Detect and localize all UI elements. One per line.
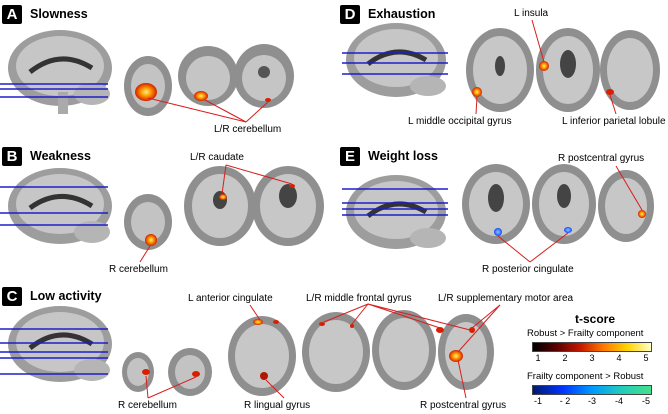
panel-e-letter: E [340, 147, 360, 166]
legend-pos-tick: 2 [562, 353, 568, 363]
panel-e-label-postcentral-gyrus: R postcentral gyrus [558, 153, 645, 164]
panel-b-label-cerebellum: R cerebellum [109, 264, 168, 275]
legend-neg-tick: -1 [533, 396, 543, 406]
legend-pos-tick: 1 [535, 353, 541, 363]
legend-neg-tick: - 2 [559, 396, 571, 406]
panel-c-label-postcentral-gyrus: R postcentral gyrus [420, 400, 507, 411]
panel-c-label-supplementary-motor-area: L/R supplementary motor area [438, 293, 574, 304]
panel-b-activation-blobs [145, 184, 295, 246]
panel-a-pointer-lines [147, 97, 269, 123]
panel-d-label-inferior-parietal-lobule: L inferior parietal lobule [562, 116, 666, 127]
panel-c-label-cerebellum: R cerebellum [118, 400, 177, 411]
panel-d-label-insula: L insula [514, 8, 549, 19]
panel-a-sagittal-brain [0, 30, 112, 114]
panel-a-axial-slices [124, 44, 294, 116]
panel-c-axial-slices [122, 310, 494, 396]
legend-pos-tick: 3 [589, 353, 595, 363]
legend-neg-tick: -5 [641, 396, 651, 406]
panel-b-axial-slices [124, 166, 324, 250]
legend-title: t-score [575, 312, 616, 326]
legend-pos-tick: 5 [643, 353, 649, 363]
legend-positive-label: Robust > Frailty component [527, 328, 644, 339]
panel-e-label-posterior-cingulate: R posterior cingulate [482, 264, 574, 275]
panel-b-pointer-lines [139, 164, 293, 263]
panel-d-activation-blobs [472, 61, 614, 97]
panel-e-pointer-lines [497, 165, 643, 263]
legend-negative-label: Frailty component > Robust [527, 371, 644, 382]
panel-e-sagittal-brain [342, 175, 448, 249]
panel-a-title: Slowness [30, 7, 88, 21]
panel-b-sagittal-brain [0, 168, 112, 244]
panel-d-letter: D [340, 5, 360, 24]
panel-c-label-anterior-cingulate: L anterior cingulate [188, 293, 273, 304]
panel-b-title: Weakness [30, 149, 91, 163]
panel-e-axial-slices [462, 164, 654, 244]
panel-c-label-middle-frontal-gyrus: L/R middle frontal gyrus [306, 293, 412, 304]
panel-d-sagittal-brain [342, 23, 448, 97]
panel-c-activation-blobs [142, 319, 475, 380]
legend-pos-tick: 4 [616, 353, 622, 363]
panel-e-activation-blobs [494, 210, 646, 236]
panel-d-pointer-lines [475, 19, 617, 115]
panel-a-label-cerebellum: L/R cerebellum [214, 124, 282, 135]
panel-e-title: Weight loss [368, 149, 438, 163]
panel-a-activation-blobs [135, 83, 271, 102]
panel-c-pointer-lines [145, 303, 501, 399]
legend-positive-colorbar [532, 342, 652, 352]
panel-d-label-middle-occipital-gyrus: L middle occipital gyrus [408, 116, 512, 127]
panel-c-sagittal-brain [0, 306, 112, 382]
legend-negative-colorbar [532, 385, 652, 395]
panel-c-letter: C [2, 287, 22, 306]
panel-d-title: Exhaustion [368, 7, 436, 21]
panel-b-label-caudate: L/R caudate [190, 152, 244, 163]
panel-a-letter: A [2, 5, 22, 24]
panel-b-letter: B [2, 147, 22, 166]
panel-c-title: Low activity [30, 289, 102, 303]
panel-c-label-lingual-gyrus: R lingual gyrus [244, 400, 311, 411]
legend-neg-tick: -4 [614, 396, 624, 406]
legend-neg-tick: -3 [587, 396, 597, 406]
panel-d-axial-slices [466, 28, 660, 112]
